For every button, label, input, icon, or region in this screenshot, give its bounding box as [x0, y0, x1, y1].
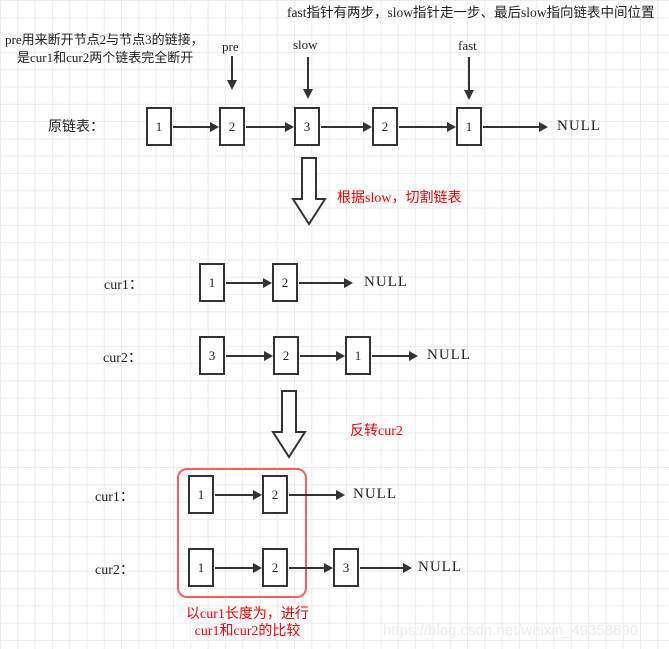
next-arrow-icon: [372, 351, 418, 361]
next-arrow-icon: [215, 563, 262, 573]
next-arrow-icon: [483, 122, 548, 132]
list-node: 1: [188, 475, 214, 514]
fast-pointer-arrow-icon: [464, 57, 474, 100]
null-terminator: NULL: [427, 347, 471, 363]
row-label: cur2：: [103, 351, 142, 366]
next-arrow-icon: [226, 278, 272, 288]
step1-caption: 根据slow，切割链表: [337, 191, 462, 206]
next-arrow-icon: [289, 563, 333, 573]
list-node: 1: [456, 107, 482, 146]
next-arrow-icon: [226, 351, 273, 361]
list-node: 2: [262, 475, 288, 514]
comparison-caption-line2: cur1和cur2的比较: [194, 624, 301, 639]
annotation-pre-line1: pre用来断开节点2与节点3的链接，: [5, 32, 204, 47]
list-node: 2: [219, 107, 245, 146]
pointer-label-pre: pre: [222, 39, 239, 54]
comparison-highlight-box: [177, 468, 307, 598]
next-arrow-icon: [215, 490, 262, 500]
list-node: 1: [146, 107, 172, 146]
next-arrow-icon: [300, 351, 345, 361]
null-terminator: NULL: [557, 118, 601, 134]
comparison-caption-line1: 以cur1长度为，进行: [186, 607, 309, 622]
list-node: 1: [188, 548, 214, 587]
list-node: 3: [199, 336, 225, 375]
annotation-fast-slow: fast指针有两步，slow指针走一步、最后slow指向链表中间位置: [287, 5, 655, 20]
pre-pointer-arrow-icon: [227, 56, 237, 90]
step-down-arrow-icon: [291, 157, 327, 226]
null-terminator: NULL: [364, 274, 408, 290]
pointer-label-fast: fast: [458, 38, 477, 53]
row-label: cur2：: [95, 563, 134, 578]
step2-caption: 反转cur2: [350, 424, 403, 439]
watermark-url: https://blog.csdn.net/weixin_49358890: [383, 622, 639, 639]
list-node: 2: [273, 336, 299, 375]
next-arrow-icon: [399, 122, 456, 132]
step-down-arrow-icon: [271, 390, 307, 459]
row-label: 原链表：: [48, 120, 104, 135]
next-arrow-icon: [289, 490, 345, 500]
list-node: 1: [199, 263, 225, 302]
list-node: 2: [272, 263, 298, 302]
comparison-caption: 以cur1长度为，进行 cur1和cur2的比较: [160, 606, 335, 640]
list-node: 3: [294, 107, 320, 146]
list-node: 3: [333, 548, 359, 587]
next-arrow-icon: [173, 122, 219, 132]
next-arrow-icon: [360, 563, 412, 573]
slow-pointer-arrow-icon: [303, 57, 313, 99]
null-terminator: NULL: [418, 559, 462, 575]
list-node: 2: [372, 107, 398, 146]
null-terminator: NULL: [353, 486, 397, 502]
row-label: cur1：: [104, 278, 143, 293]
annotation-pre-line2: 是cur1和cur2两个链表完全断开: [17, 50, 194, 65]
pointer-label-slow: slow: [293, 37, 318, 52]
list-node: 2: [262, 548, 288, 587]
next-arrow-icon: [246, 122, 294, 132]
row-label: cur1：: [95, 490, 134, 505]
list-node: 1: [345, 336, 371, 375]
next-arrow-icon: [299, 278, 353, 288]
next-arrow-icon: [321, 122, 372, 132]
